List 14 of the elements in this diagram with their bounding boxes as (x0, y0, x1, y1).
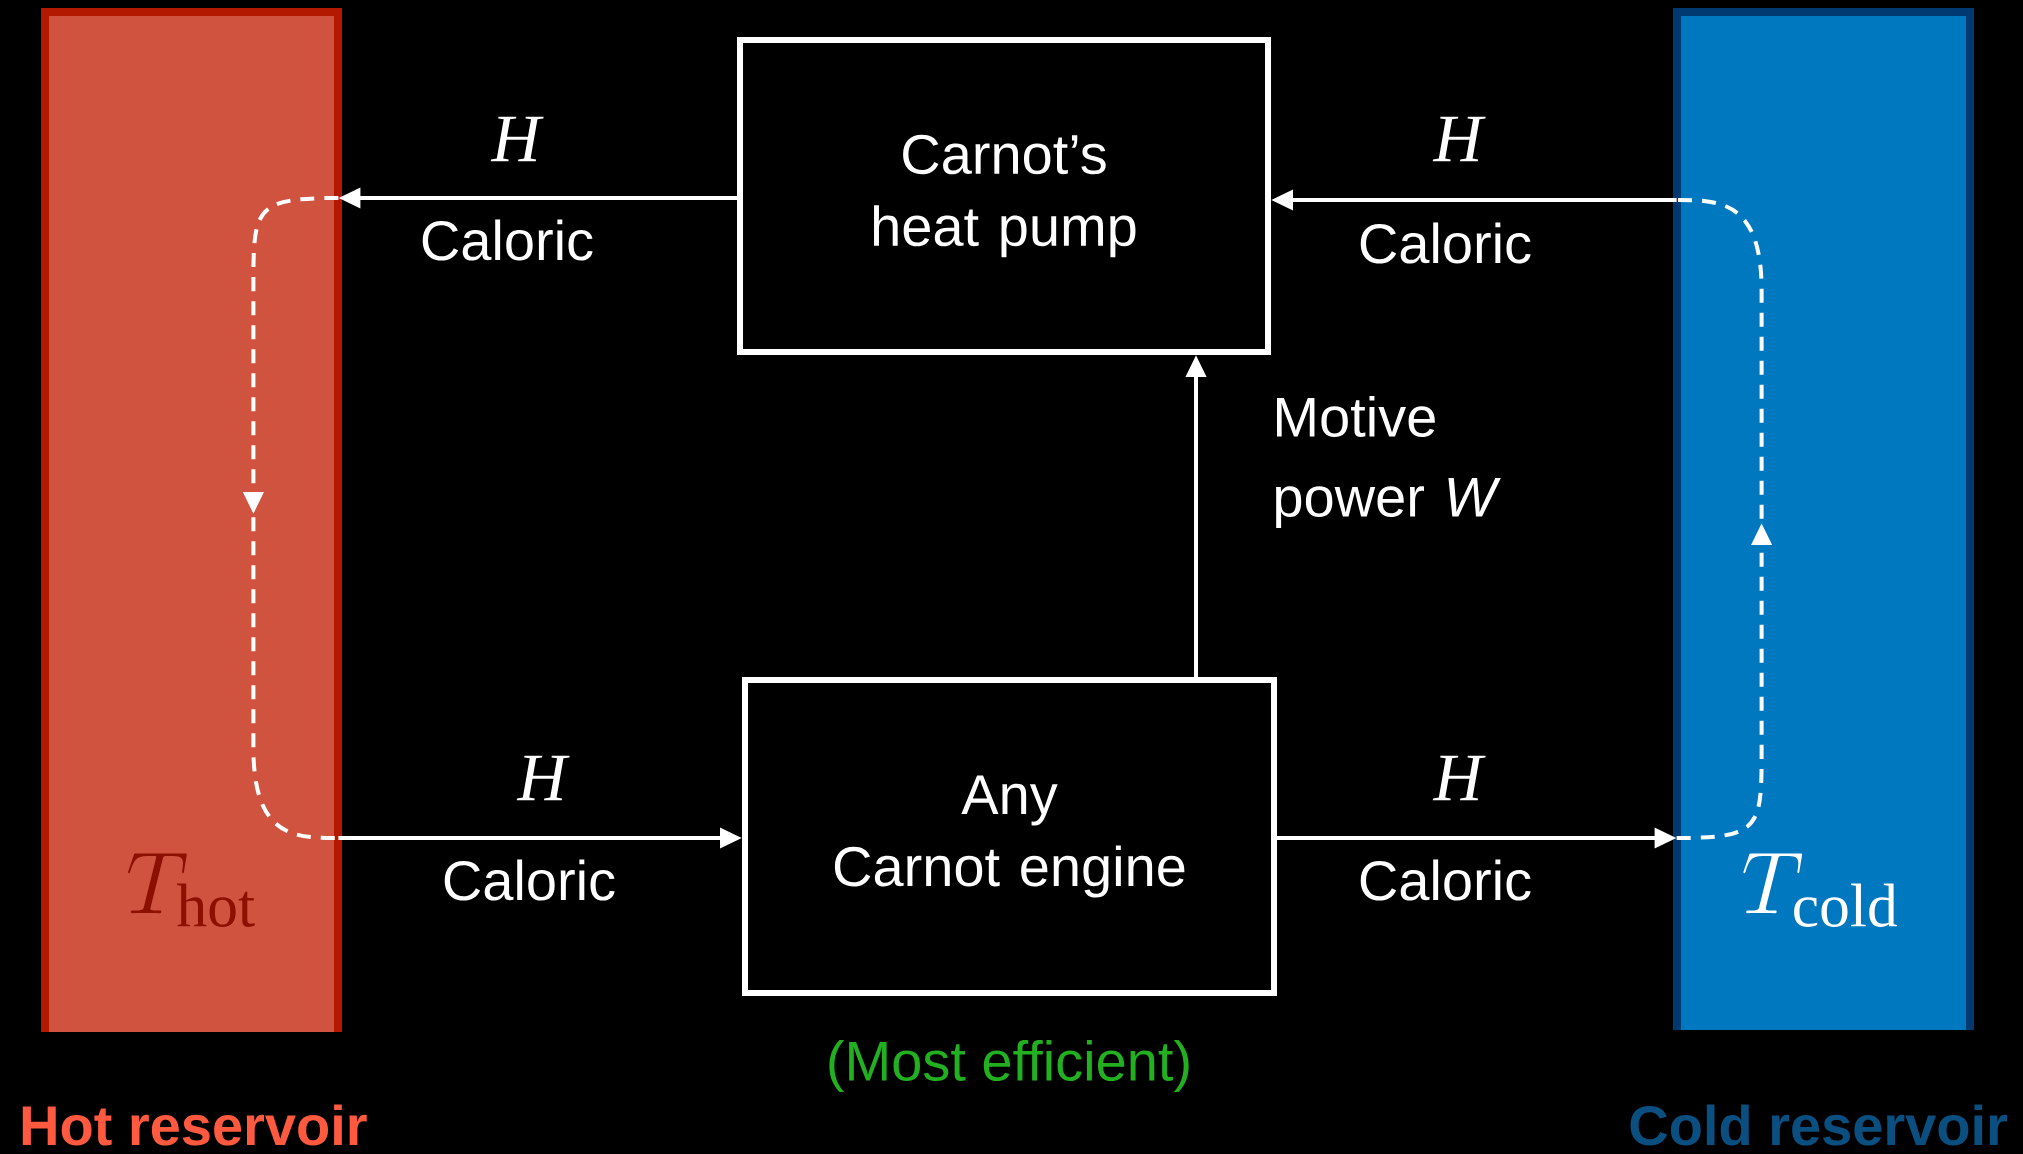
box-caption: (Most efficient) (829, 1039, 1189, 1093)
quantity-label: H (1432, 116, 1486, 162)
edge-label: Caloric (1360, 859, 1531, 901)
reservoir-label: Hot reservoir (22, 1104, 367, 1146)
edge-label: Motive power W (1276, 395, 1501, 529)
edge-label: Caloric (444, 859, 615, 901)
edge-label: Caloric (1360, 222, 1531, 264)
edge-label: Caloric (422, 219, 593, 261)
reservoir-label: Cold reservoir (1630, 1104, 2008, 1146)
quantity-label: H (490, 116, 544, 162)
process-box: Carnot’s heat pump (737, 37, 1271, 355)
process-box: Any Carnot engine (742, 677, 1277, 996)
quantity-label: H (1432, 755, 1486, 801)
quantity-label: H (516, 755, 570, 801)
